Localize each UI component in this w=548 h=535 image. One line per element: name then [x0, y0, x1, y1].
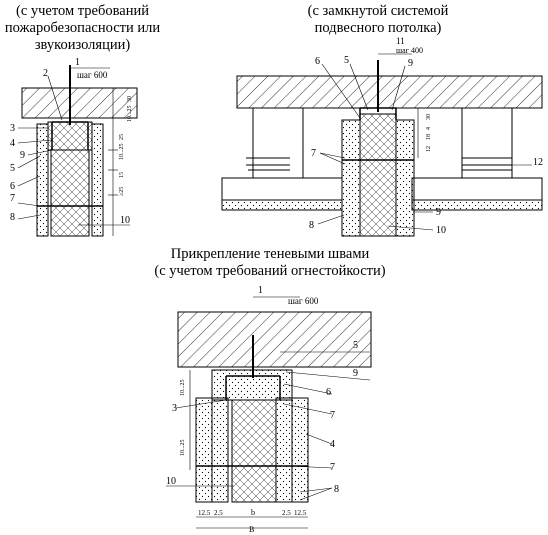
callout-label: 12: [533, 157, 543, 168]
dim-label: 12.5: [294, 509, 307, 517]
step-label: шаг 400: [396, 46, 423, 55]
left-detail: 30 10...25 25 10...25 15 ≥25 1 шаг 600 2…: [10, 57, 138, 237]
caption-line: Прикрепление теневыми швами: [170, 246, 370, 262]
callout-label: 9: [408, 58, 413, 69]
right-detail: 30 4 18 12 6 5 11 шаг 400 9 7 12 8 9 10: [221, 36, 543, 237]
dim-label: 30: [127, 96, 133, 102]
callout-label: 3: [10, 123, 15, 134]
dim-label: 2.5: [282, 509, 291, 517]
ceiling-slab: [177, 311, 372, 368]
ceiling-panel-right: [411, 177, 543, 201]
callout-label: 4: [10, 138, 15, 149]
callout-label: 6: [10, 181, 15, 192]
dim-label: 2.5: [214, 509, 223, 517]
ceiling-profile-left: [246, 157, 290, 171]
ceiling-hanger-left: [252, 107, 304, 179]
callout-label: 8: [334, 484, 339, 495]
dim-label: 10...25: [127, 106, 133, 123]
callout-label: 9: [353, 368, 358, 379]
callout-label: 8: [10, 212, 15, 223]
gypsum-board-inner-right: [275, 397, 293, 503]
callout-label: 7: [330, 462, 335, 473]
ceiling-slab: [21, 87, 138, 119]
callout-label: 7: [311, 148, 316, 159]
step-label: шаг 600: [77, 70, 108, 80]
dim-label: B: [249, 525, 254, 534]
dim-label: 10...25: [180, 380, 186, 397]
gypsum-board-inner-left: [211, 397, 229, 503]
callout-label: 2: [43, 68, 48, 79]
sealing-strip: [47, 121, 93, 151]
dim-label: 10...25: [180, 440, 186, 457]
dim-label: b: [251, 508, 255, 517]
callout-label: 8: [309, 220, 314, 231]
caption-line: звукоизоляции): [34, 37, 131, 53]
gypsum-board-outer-right: [291, 397, 309, 503]
caption-line: пожаробезопасности или: [4, 20, 161, 36]
ceiling-profile-right: [462, 157, 512, 171]
gypsum-board-right: [395, 119, 415, 237]
dim-label: 25: [119, 134, 125, 140]
callout-label: 11: [396, 36, 405, 46]
caption-line: (с замкнутой системой: [307, 3, 449, 19]
caption-suspended-ceiling: (с замкнутой системой подвесного потолка…: [298, 3, 458, 37]
callout-label: 4: [330, 439, 335, 450]
callout-label: 7: [330, 410, 335, 421]
caption-fire-sound: (с учетом требований пожаробезопасности …: [0, 3, 165, 54]
callout-label: 1: [258, 285, 263, 296]
ceiling-hanger-right: [461, 107, 513, 179]
callout-label: 6: [326, 387, 331, 398]
callout-label: 6: [315, 56, 320, 67]
mineral-wool: [50, 149, 90, 237]
callout-label: 1: [75, 57, 80, 68]
bottom-detail: 10...25 10...25 12.5 2.5 b 2.5 12.5 B 1 …: [166, 285, 372, 534]
dim-label: 4: [426, 127, 432, 130]
caption-line: подвесного потолка): [314, 20, 442, 36]
gypsum-board-right: [91, 123, 104, 237]
dim-label: 15: [119, 172, 125, 178]
dim-label: 12: [426, 146, 432, 152]
dim-label: 10...25: [119, 144, 125, 161]
callout-label: 10: [436, 225, 446, 236]
ceiling-slab: [236, 75, 543, 109]
callout-label: 10: [120, 215, 130, 226]
ceiling-board-left: [221, 199, 343, 211]
dim-label: ≥25: [119, 187, 125, 196]
dim-label: 12.5: [198, 509, 211, 517]
mineral-wool: [359, 113, 397, 237]
callout-label: 3: [172, 403, 177, 414]
callout-label: 9: [20, 150, 25, 161]
step-label: шаг 600: [288, 296, 319, 306]
dim-label: 18: [426, 134, 432, 140]
mineral-wool: [231, 399, 277, 503]
gypsum-board-left: [36, 123, 49, 237]
gypsum-board-outer-left: [195, 397, 213, 503]
callout-label: 9: [436, 207, 441, 218]
dim-label: 30: [426, 114, 432, 120]
gypsum-board-left: [341, 119, 361, 237]
caption-shadow-joints: Прикрепление теневыми швами (с учетом тр…: [130, 246, 410, 280]
callout-label: 10: [166, 476, 176, 487]
callout-label: 5: [10, 163, 15, 174]
ceiling-board-right: [411, 199, 543, 211]
callout-label: 7: [10, 193, 15, 204]
callout-label: 5: [344, 55, 349, 66]
callout-label: 5: [353, 340, 358, 351]
caption-line: (с учетом требований огнестойкости): [154, 263, 386, 279]
ceiling-panel-left: [221, 177, 343, 201]
caption-line: (с учетом требований: [16, 3, 149, 19]
